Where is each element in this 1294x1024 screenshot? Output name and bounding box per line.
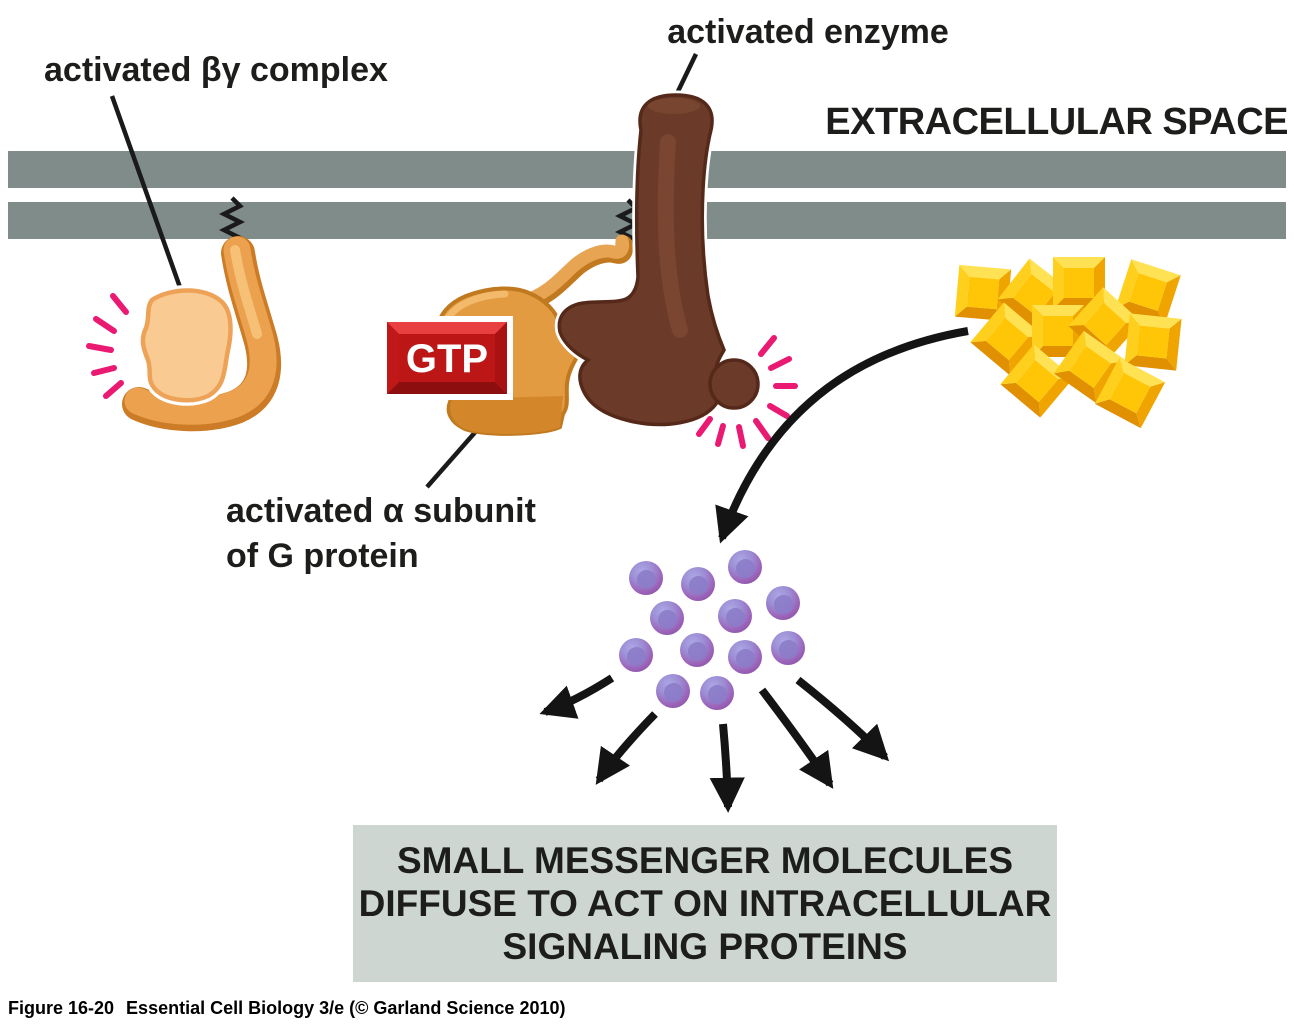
diffusion-arrow: [539, 674, 615, 719]
alpha-subunit-bottom-face: [450, 396, 563, 434]
messenger-molecule: [681, 567, 715, 601]
message-box-line1: SMALL MESSENGER MOLECULES: [396, 840, 1014, 881]
diffusion-arrows: [539, 674, 890, 813]
diffusion-arrow: [795, 676, 890, 762]
message-box-line3: SIGNALING PROTEINS: [502, 926, 908, 967]
beta-subunit-blob: [140, 288, 233, 403]
message-box: SMALL MESSENGER MOLECULES DIFFUSE TO ACT…: [353, 825, 1057, 982]
enzyme-cap-highlight: [648, 98, 700, 114]
figure-caption: Figure 16-20 Essential Cell Biology 3/e (…: [8, 998, 565, 1019]
enzyme-body: [557, 93, 726, 427]
activation-flash-bg-complex: [86, 293, 129, 399]
gtp-label: GTP: [406, 337, 488, 381]
messenger-molecule: [728, 640, 762, 674]
enzyme-active-knob: [708, 358, 760, 410]
bg-complex-shape: [122, 236, 282, 432]
activation-flash-enzyme: [696, 335, 798, 449]
extracellular-space-label: EXTRACELLULAR SPACE: [825, 101, 1288, 143]
message-box-line2: DIFFUSE TO ACT ON INTRACELLULAR: [358, 883, 1052, 924]
gtp-inner-panel: [399, 334, 495, 382]
messenger-molecule: [766, 586, 800, 620]
bg-complex-label: activated βγ complex: [44, 51, 388, 89]
messenger-molecule: [629, 561, 663, 595]
conversion-arrow: [715, 327, 969, 544]
gamma-subunit-highlight: [230, 245, 262, 339]
alpha-arm: [515, 234, 630, 309]
gtp-plate: GTP: [381, 316, 513, 400]
messenger-molecule: [728, 550, 762, 584]
leader-line-alpha-subunit: [425, 427, 480, 489]
diffusion-arrow: [758, 687, 834, 789]
messenger-molecule: [700, 676, 734, 710]
enzyme-label: activated enzyme: [667, 13, 949, 51]
figure-caption-source: Essential Cell Biology 3/e (© Garland Sc…: [126, 998, 566, 1018]
figure-caption-number: Figure 16-20: [8, 998, 115, 1018]
substrate-cluster: [954, 257, 1182, 429]
alpha-subunit-label-line1: activated α subunit: [226, 492, 536, 530]
diffusion-arrow: [595, 711, 658, 785]
alpha-subunit-label-line2: of G protein: [226, 536, 419, 575]
messenger-cluster: [619, 550, 805, 710]
leader-line-bg-complex: [109, 95, 185, 294]
messenger-molecule: [650, 601, 684, 635]
substrate-molecule: [1124, 313, 1182, 371]
messenger-molecule: [619, 638, 653, 672]
diffusion-arrow: [709, 723, 745, 813]
messenger-molecule: [718, 599, 752, 633]
alpha-subunit-label: activated α subunit of G protein: [226, 489, 536, 579]
enzyme-shape: [554, 90, 763, 429]
enzyme-stalk-highlight: [657, 134, 688, 338]
messenger-molecule: [680, 633, 714, 667]
alpha-subunit-highlight: [444, 290, 509, 322]
messenger-molecule: [656, 674, 690, 708]
messenger-molecule: [771, 631, 805, 665]
